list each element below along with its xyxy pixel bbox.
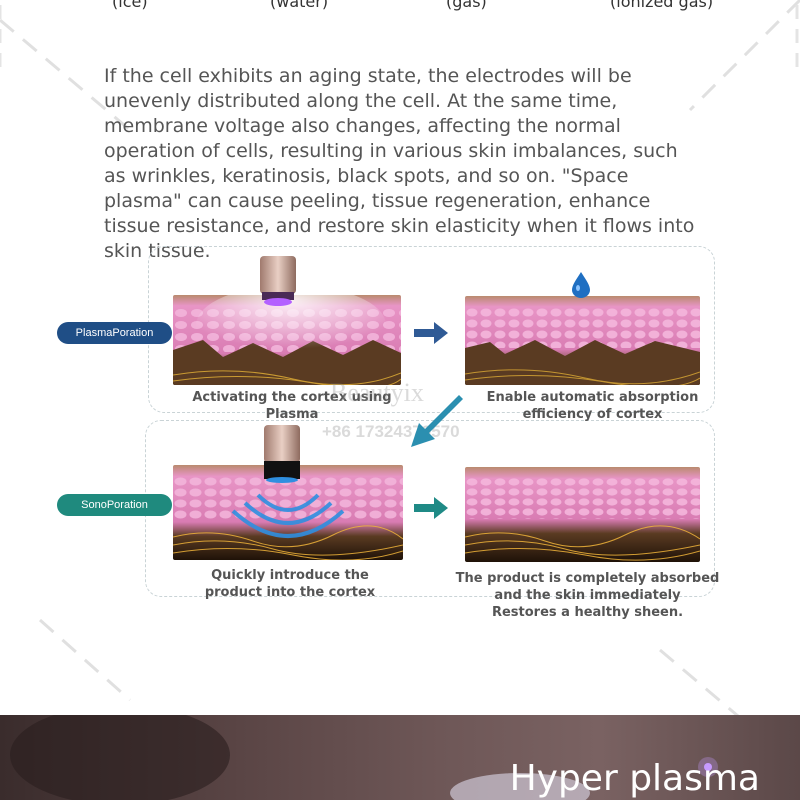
state-gas-label: (gas): [446, 0, 487, 11]
decorative-diagonal-lines: [0, 0, 800, 715]
sono-caption-left: Quickly introduce the product into the c…: [204, 568, 376, 600]
plasma-caption-right: Enable automatic absorption efficiency o…: [486, 390, 699, 422]
sono-poration-label: SonoPoration: [57, 494, 172, 516]
plasma-poration-label: PlasmaPoration: [57, 322, 172, 344]
sono-caption-right: The product is completely absorbed and t…: [455, 570, 720, 621]
banner-title: Hyper plasma: [509, 758, 760, 799]
plasma-device-icon: [258, 256, 298, 306]
plasma-skin-illustration-right: [465, 296, 700, 385]
plasma-skin-illustration-left: [173, 295, 401, 385]
plasma-caption-left: Activating the cortex using Plasma: [192, 390, 392, 422]
state-water-label: (water): [270, 0, 329, 11]
hyper-plasma-banner-photo: [0, 715, 800, 800]
water-droplet-icon: [572, 272, 590, 298]
sono-right-arrow-icon: [414, 497, 448, 519]
sono-caption-right-line-1: The product is completely absorbed: [455, 571, 720, 586]
sono-caption-right-line-2: and the skin immediately: [494, 588, 681, 603]
sono-device-icon: [262, 425, 302, 483]
state-ionized-gas-label: (ionized gas): [610, 0, 714, 11]
intro-paragraph: If the cell exhibits an aging state, the…: [104, 65, 695, 262]
sono-caption-right-line-3: Restores a healthy sheen.: [491, 605, 684, 620]
diagonal-down-arrow-icon: [405, 393, 463, 449]
plasma-right-arrow-icon: [414, 322, 448, 344]
watermark-brand: Beautyix: [330, 378, 424, 407]
state-labels-row: (ice) (water) (gas) (ionized gas): [0, 0, 800, 12]
state-ice-label: (ice): [112, 0, 148, 11]
sono-skin-illustration-right: [465, 467, 700, 562]
